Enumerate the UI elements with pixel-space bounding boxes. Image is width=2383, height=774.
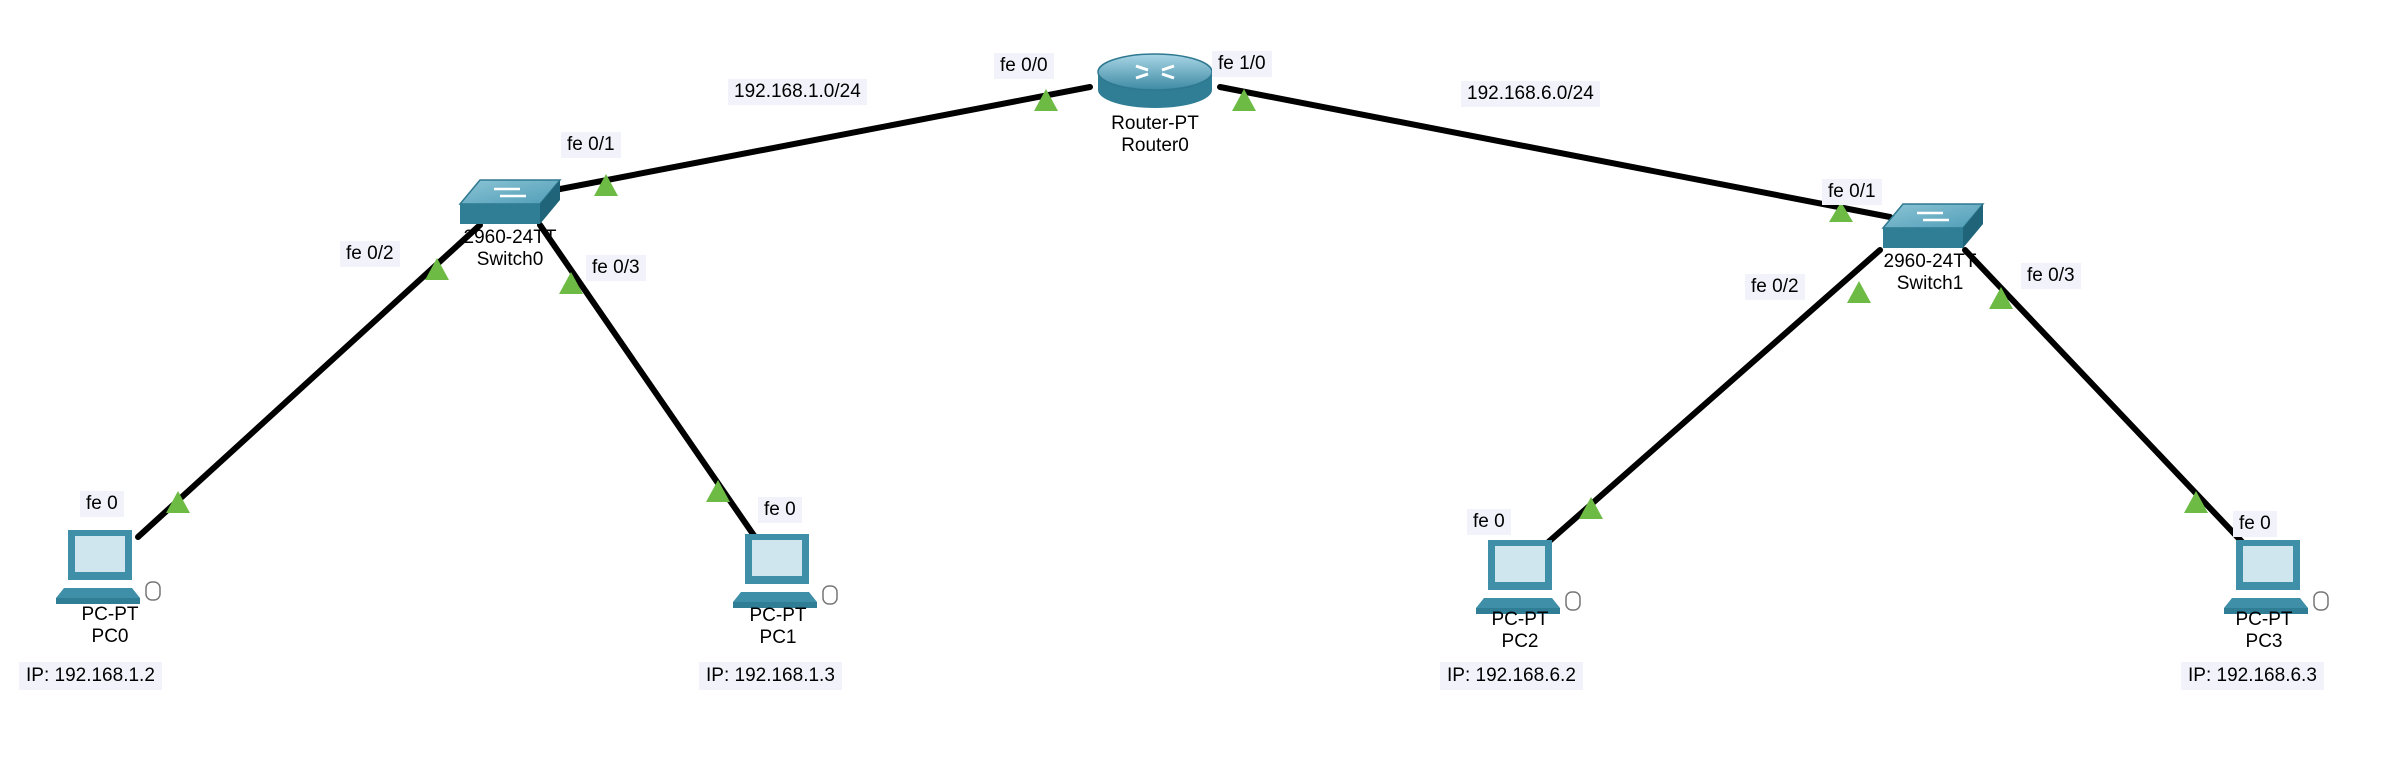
pc1-ip-label: IP: 192.168.1.3 (699, 662, 842, 690)
switch0-port-right-label: fe 0/3 (586, 255, 646, 281)
switch1-model: 2960-24TT (1883, 251, 1977, 272)
pc3-ip-label: IP: 192.168.6.3 (2181, 662, 2324, 690)
pc3-port-label: fe 0 (2233, 511, 2277, 537)
router-icon[interactable] (1097, 53, 1213, 108)
pc2-icon[interactable] (1476, 540, 1581, 614)
switch1-label: 2960-24TT Switch1 (1860, 251, 2000, 295)
link-switch1-pc2[interactable] (1542, 247, 1883, 548)
pc1-port-label: fe 0 (758, 497, 802, 523)
port-up-indicator (1034, 89, 1058, 111)
pc0-model: PC-PT (81, 604, 139, 625)
switch1-icon[interactable] (1881, 203, 1985, 248)
router-model: Router-PT (1111, 113, 1199, 134)
port-up-indicator (1989, 287, 2013, 309)
pc3-icon[interactable] (2224, 540, 2329, 614)
switch1-name: Switch1 (1896, 273, 1964, 294)
network-label-left: 192.168.1.0/24 (728, 79, 867, 105)
pc0-label: PC-PT PC0 (50, 604, 170, 648)
router-name: Router0 (1121, 135, 1189, 156)
switch0-icon[interactable] (458, 179, 562, 224)
switch0-name: Switch0 (476, 249, 544, 270)
pc0-port-label: fe 0 (80, 491, 124, 517)
pc1-label: PC-PT PC1 (718, 605, 838, 649)
pc1-icon[interactable] (733, 534, 838, 608)
port-up-indicator (1579, 497, 1603, 519)
link-switch1-pc3[interactable] (1962, 247, 2248, 548)
port-up-indicator (2184, 491, 2208, 513)
switch1-port-right-label: fe 0/3 (2021, 263, 2081, 289)
port-indicators (166, 89, 2208, 519)
links (135, 84, 2248, 548)
pc1-model: PC-PT (749, 605, 807, 626)
pc2-label: PC-PT PC2 (1460, 609, 1580, 653)
pc0-ip-label: IP: 192.168.1.2 (19, 662, 162, 690)
link-switch0-pc0[interactable] (135, 222, 483, 540)
port-up-indicator (594, 174, 618, 196)
pc3-label: PC-PT PC3 (2204, 609, 2324, 653)
link-router-switch0[interactable] (552, 84, 1093, 193)
pc2-model: PC-PT (1491, 609, 1549, 630)
switch0-model: 2960-24TT (463, 227, 557, 248)
port-up-indicator (166, 491, 190, 513)
pc2-name: PC2 (1501, 631, 1539, 652)
router-port-left-label: fe 0/0 (994, 53, 1054, 79)
port-up-indicator (559, 272, 583, 294)
port-up-indicator (1847, 281, 1871, 303)
pc1-name: PC1 (759, 627, 797, 648)
router-port-right-label: fe 1/0 (1212, 51, 1272, 77)
switch0-port-up-label: fe 0/1 (561, 132, 621, 158)
pc3-name: PC3 (2245, 631, 2283, 652)
pc2-ip-label: IP: 192.168.6.2 (1440, 662, 1583, 690)
port-up-indicator (1232, 89, 1256, 111)
pc0-icon[interactable] (56, 530, 161, 604)
switch0-label: 2960-24TT Switch0 (440, 227, 580, 271)
switch0-port-left-label: fe 0/2 (340, 241, 400, 267)
pc2-port-label: fe 0 (1467, 509, 1511, 535)
pc3-model: PC-PT (2235, 609, 2293, 630)
network-label-right: 192.168.6.0/24 (1461, 81, 1600, 107)
port-up-indicator (706, 480, 730, 502)
port-up-indicator (1829, 202, 1853, 222)
port-up-indicator (425, 258, 449, 280)
switch1-port-up-label: fe 0/1 (1822, 179, 1882, 205)
switch1-port-left-label: fe 0/2 (1745, 274, 1805, 300)
router-label: Router-PT Router0 (1088, 113, 1222, 157)
pc0-name: PC0 (91, 626, 129, 647)
link-router-switch1[interactable] (1217, 84, 1893, 220)
